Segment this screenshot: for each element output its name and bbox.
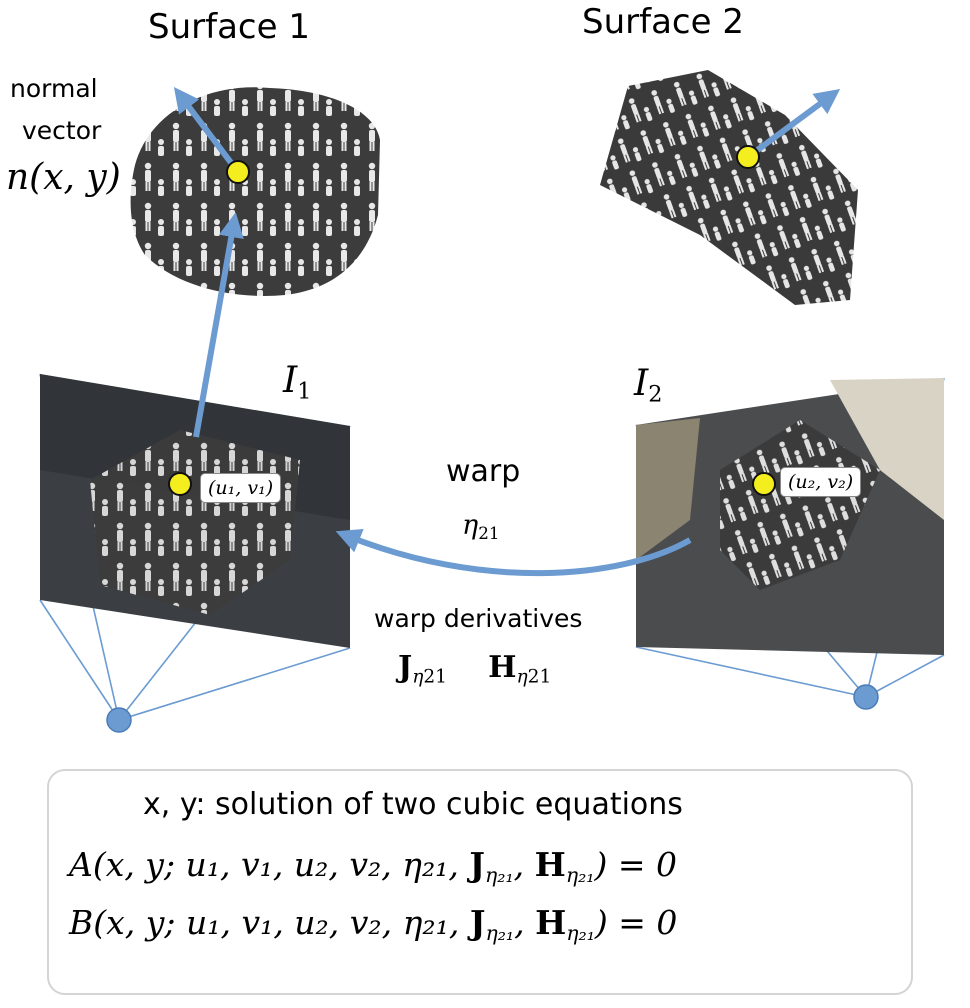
surface1-patch [130, 87, 380, 296]
equation-b-args: (x, y; u₁, v₁, u₂, v₂, η₂₁, [93, 903, 470, 942]
warp-symbol-base: η [462, 510, 479, 541]
image1-point [168, 472, 192, 496]
equation-b-j: J [469, 903, 486, 942]
image1-photo [40, 374, 350, 648]
equation-a-args: (x, y; u₁, v₁, u₂, v₂, η₂₁, [92, 845, 470, 884]
image2-coords: (u₂, v₂) [780, 467, 862, 497]
image1-label-sub: 1 [297, 378, 312, 405]
equation-a-h: H [534, 845, 566, 884]
hessian-sub-idx: 21 [527, 666, 552, 688]
equation-a-name: A [69, 845, 93, 884]
warp-symbol-sub: 21 [478, 523, 500, 544]
image2-label: I2 [634, 366, 662, 406]
surface2-title: Surface 2 [582, 2, 744, 42]
jacobian-sub-base: η [412, 666, 424, 688]
normal-arrow-2 [746, 89, 841, 160]
equation-b-rhs: ) = 0 [594, 903, 678, 942]
normal-label-line2: vector [22, 116, 102, 145]
backproject-arrow-1 [193, 212, 244, 438]
image1-label: I1 [283, 363, 311, 403]
equation-box: x, y: solution of two cubic equations A(… [47, 769, 913, 995]
equation-b-h-sub: η₂₁ [566, 921, 595, 946]
image2-label-script: I [634, 363, 649, 404]
image1-label-script: I [283, 360, 298, 401]
equation-b-h: H [535, 903, 567, 942]
image2-point [752, 472, 776, 496]
jacobian-symbol: J [398, 650, 413, 685]
surface2-patch [600, 70, 858, 305]
image2-photo [636, 378, 944, 655]
equation-b-j-sub: η₂₁ [485, 921, 515, 946]
surface1-point [226, 160, 250, 184]
surface2-point [736, 145, 760, 169]
warp-label: warp [446, 454, 521, 489]
normal-arrow-1 [173, 86, 241, 174]
normal-label-line1: normal [10, 74, 98, 103]
jacobian-sub-idx: 21 [423, 666, 448, 688]
camera1-center [106, 707, 132, 733]
equation-a: A(x, y; u₁, v₁, u₂, v₂, η₂₁, Jη₂₁, Hη₂₁)… [69, 845, 677, 888]
derivatives-label: warp derivatives [374, 604, 583, 633]
hessian-sub-base: η [516, 666, 528, 688]
image2-label-sub: 2 [648, 381, 663, 408]
warp-symbol: η21 [462, 512, 499, 542]
equation-a-j-sub: η₂₁ [485, 863, 514, 888]
equation-b: B(x, y; u₁, v₁, u₂, v₂, η₂₁, Jη₂₁, Hη₂₁)… [69, 903, 678, 946]
equation-b-name: B [69, 903, 94, 942]
derivatives-symbols: Jη21 Hη21 [398, 653, 551, 687]
warp-arrow [335, 529, 692, 577]
normal-formula: n(x, y) [6, 157, 121, 198]
surface1-title: Surface 1 [148, 7, 310, 47]
image1-coords: (u₁, v₁) [200, 473, 282, 503]
equation-a-j: J [469, 845, 486, 884]
equation-a-h-sub: η₂₁ [565, 863, 595, 888]
equation-a-rhs: ) = 0 [594, 845, 677, 884]
camera2-center [853, 684, 879, 710]
hessian-symbol: H [488, 650, 517, 685]
equation-heading: x, y: solution of two cubic equations [143, 787, 683, 822]
